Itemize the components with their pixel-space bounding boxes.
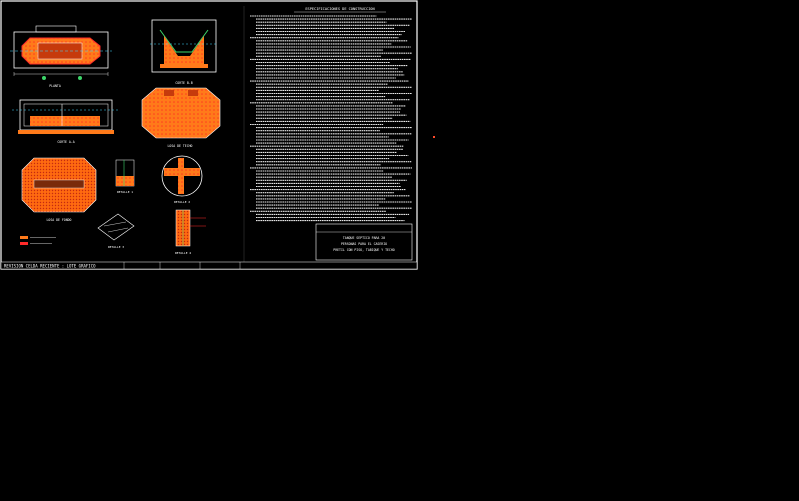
label-corte-a: CORTE A-A: [57, 140, 74, 144]
bottom-slab-view[interactable]: LOSA DE FONDO: [21, 157, 97, 222]
bottom-status-strip: REVISION CELDA RECIENTE : LOTE GRAFICO: [0, 261, 418, 270]
label-losa-techo: LOSA DE TECHO: [168, 144, 193, 148]
label-planta: PLANTA: [49, 84, 61, 88]
cursor-marker: [433, 136, 435, 138]
label-detalle-4: DETALLE 4: [175, 251, 191, 255]
label-detalle-1: DETALLE 1: [117, 190, 133, 194]
status-bar-text: REVISION CELDA RECIENTE : LOTE GRAFICO: [4, 264, 96, 269]
detail-4-view[interactable]: DETALLE 4: [175, 209, 206, 255]
plan-view[interactable]: PLANTA: [10, 25, 112, 88]
title-line-1: TANQUE SEPTICO PARA 20: [343, 236, 385, 240]
label-losa-fondo: LOSA DE FONDO: [47, 218, 72, 222]
section-a-view[interactable]: CORTE A-A: [12, 99, 120, 144]
spec-text-block: [250, 15, 412, 222]
detail-1-view[interactable]: DETALLE 1: [115, 159, 135, 194]
label-detalle-2: DETALLE 2: [174, 200, 190, 204]
label-detalle-3: DETALLE 3: [108, 245, 124, 249]
legend-marks: [20, 236, 56, 245]
detail-3-view[interactable]: DETALLE 3: [97, 213, 135, 249]
section-b-view[interactable]: CORTE B-B: [150, 19, 218, 85]
label-corte-b: CORTE B-B: [175, 81, 192, 85]
cad-drawing-sheet[interactable]: PLANTA CORTE A-A CORTE B-B LOSA DE T: [0, 0, 418, 271]
detail-2-view[interactable]: DETALLE 2: [161, 155, 203, 204]
title-line-3: PRETIL CON PISO, TABIQUE Y TECHO: [333, 248, 394, 252]
top-slab-view[interactable]: LOSA DE TECHO: [141, 87, 221, 148]
title-line-2: PERSONAS PARA EL CASERIO: [341, 242, 387, 246]
spec-heading: ESPECIFICACIONES DE CONSTRUCCION: [305, 7, 374, 11]
title-block[interactable]: TANQUE SEPTICO PARA 20 PERSONAS PARA EL …: [315, 223, 413, 261]
